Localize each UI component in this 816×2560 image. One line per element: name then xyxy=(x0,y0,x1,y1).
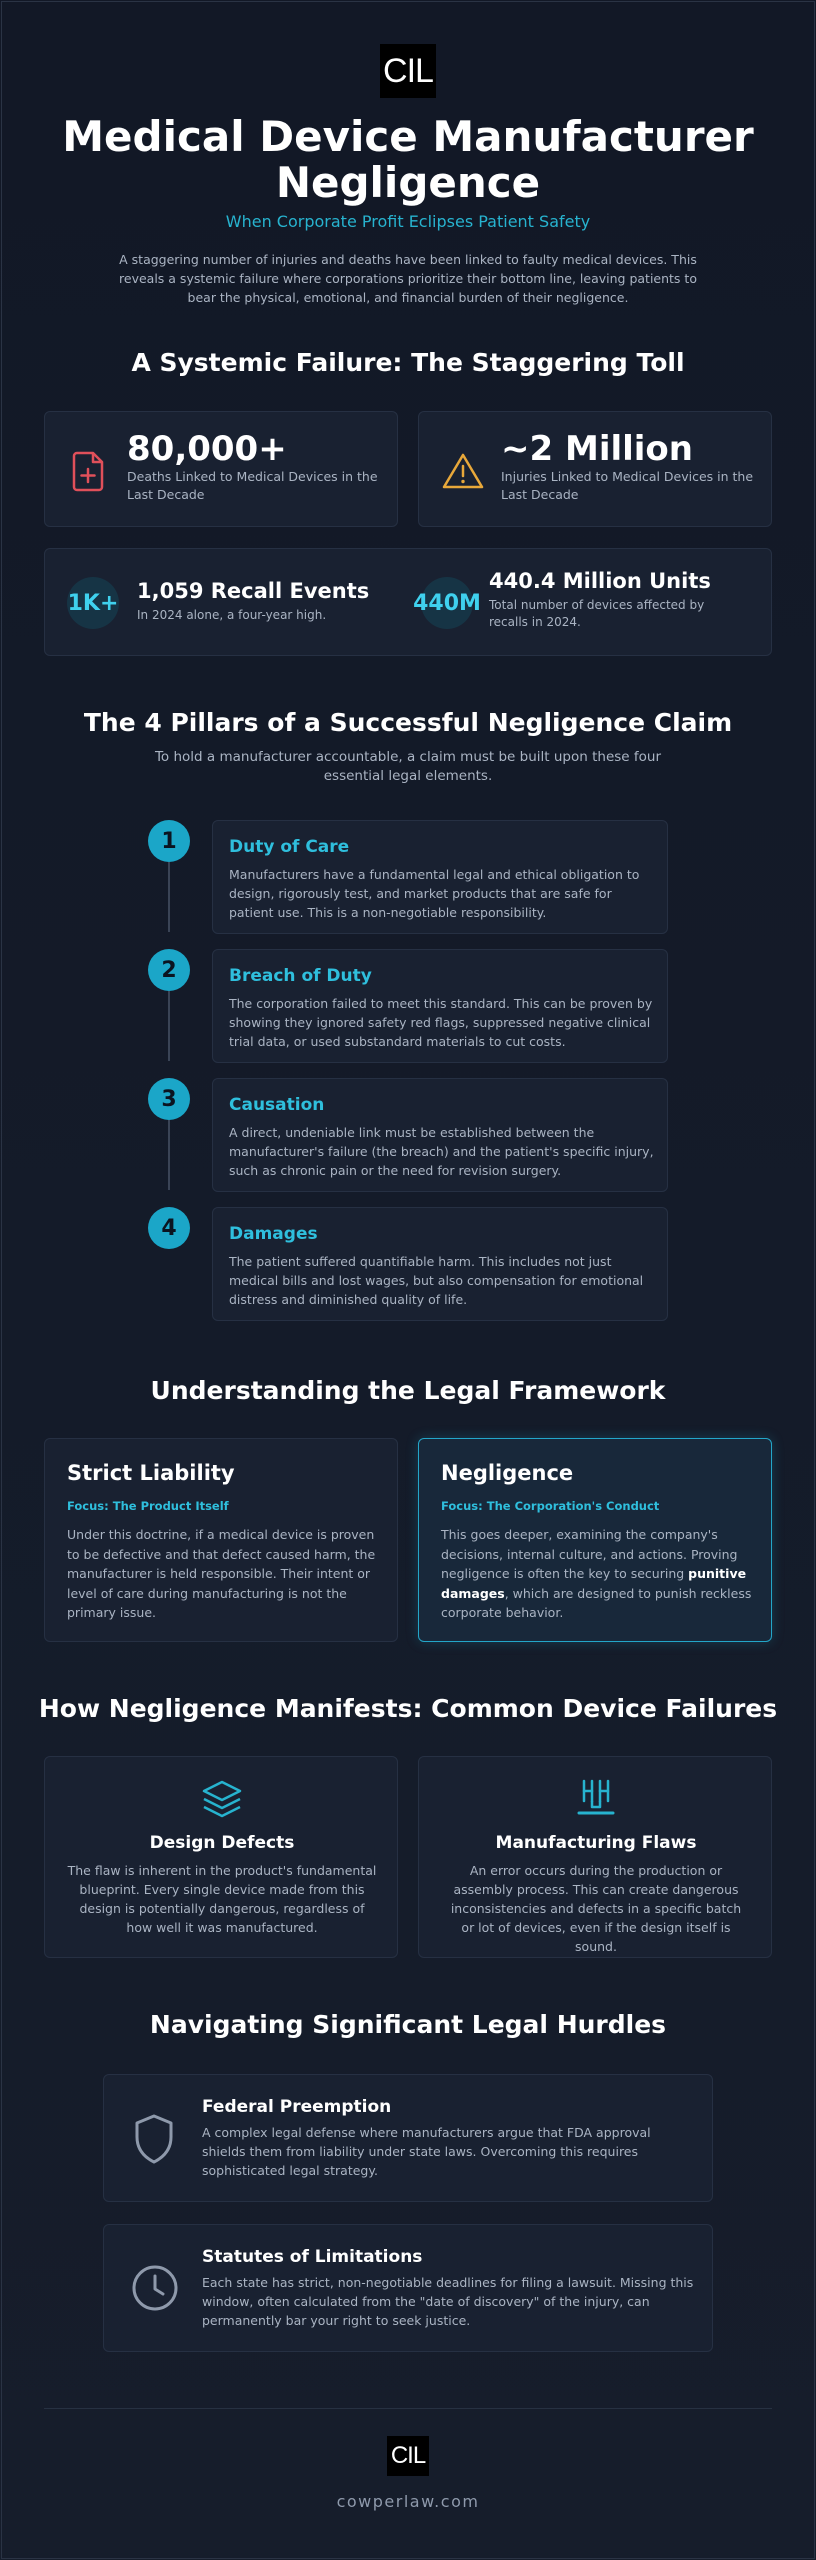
negligence-text: This goes deeper, examining the company'… xyxy=(441,1527,752,1620)
stat-deaths-value: 80,000+ xyxy=(127,429,287,469)
factory-icon xyxy=(577,1779,615,1815)
hero-title: Medical Device Manufacturer Negligence xyxy=(62,112,754,207)
layers-icon xyxy=(202,1780,242,1818)
timeline-line xyxy=(168,1120,170,1190)
stat-injuries-value: ~2 Million xyxy=(501,429,693,469)
pillar-text: A direct, undeniable link must be establ… xyxy=(229,1125,654,1178)
recall-units-label: Total number of devices affected by reca… xyxy=(489,598,705,629)
toll-section-title: A Systemic Failure: The Staggering Toll xyxy=(131,348,685,377)
pillar-title: Causation xyxy=(229,1095,325,1115)
pillar-card-duty: Duty of Care Manufacturers have a fundam… xyxy=(212,820,668,934)
hurdle-text: Each state has strict, non-negotiable de… xyxy=(202,2275,694,2328)
pillar-number: 4 xyxy=(148,1207,190,1249)
failures-section-title: How Negligence Manifests: Common Device … xyxy=(38,1694,778,1723)
failure-title: Manufacturing Flaws xyxy=(495,1833,697,1853)
recall-events-value: 1,059 Recall Events xyxy=(137,579,370,603)
negligence-title: Negligence xyxy=(441,1461,574,1485)
header-logo: CIL xyxy=(380,44,436,98)
hero-subtitle: When Corporate Profit Eclipses Patient S… xyxy=(225,212,591,231)
pillar-number: 3 xyxy=(148,1078,190,1120)
pillar-title: Breach of Duty xyxy=(229,966,372,986)
failure-text: The flaw is inherent in the product's fu… xyxy=(67,1863,377,1935)
strict-liability-card: Strict Liability Focus: The Product Itse… xyxy=(44,1438,398,1642)
recall-events-badge: 1K+ xyxy=(67,577,119,629)
footer-logo: CIL xyxy=(387,2436,429,2476)
warning-icon xyxy=(442,453,484,489)
timeline-line xyxy=(168,991,170,1061)
pillar-card-damages: Damages The patient suffered quantifiabl… xyxy=(212,1207,668,1321)
strict-liability-title: Strict Liability xyxy=(67,1461,235,1485)
hero-description: A staggering number of injuries and deat… xyxy=(119,252,697,305)
stat-injuries-label: Injuries Linked to Medical Devices in th… xyxy=(501,469,754,502)
recall-card: 1K+ 1,059 Recall Events In 2024 alone, a… xyxy=(44,548,772,656)
recall-units-value: 440.4 Million Units xyxy=(489,569,711,593)
strict-liability-focus: Focus: The Product Itself xyxy=(67,1499,229,1513)
pillar-card-causation: Causation A direct, undeniable link must… xyxy=(212,1078,668,1192)
pillar-number: 2 xyxy=(148,949,190,991)
pillars-section-description: To hold a manufacturer accountable, a cl… xyxy=(154,749,662,784)
framework-section-title: Understanding the Legal Framework xyxy=(150,1376,666,1405)
pillar-text: Manufacturers have a fundamental legal a… xyxy=(229,867,640,920)
pillars-section-title: The 4 Pillars of a Successful Negligence… xyxy=(83,708,733,737)
hurdle-card-preemption: Federal Preemption A complex legal defen… xyxy=(103,2074,713,2202)
recall-events-label: In 2024 alone, a four-year high. xyxy=(137,608,327,622)
failure-card-manufacturing: Manufacturing Flaws An error occurs duri… xyxy=(418,1756,772,1958)
hurdle-text: A complex legal defense where manufactur… xyxy=(202,2125,651,2178)
stat-deaths-label: Deaths Linked to Medical Devices in the … xyxy=(127,469,378,502)
pillar-title: Damages xyxy=(229,1224,318,1244)
strict-liability-text: Under this doctrine, if a medical device… xyxy=(67,1527,376,1620)
punitive-damages-emphasis: punitive damages xyxy=(441,1566,747,1601)
pillar-text: The corporation failed to meet this stan… xyxy=(229,996,653,1049)
pillar-text: The patient suffered quantifiable harm. … xyxy=(229,1254,644,1307)
negligence-focus: Focus: The Corporation's Conduct xyxy=(441,1499,660,1513)
footer-site-link[interactable]: cowperlaw.com xyxy=(336,2492,480,2511)
failure-card-design: Design Defects The flaw is inherent in t… xyxy=(44,1756,398,1958)
hurdles-section-title: Navigating Significant Legal Hurdles xyxy=(149,2010,667,2039)
pillar-card-breach: Breach of Duty The corporation failed to… xyxy=(212,949,668,1063)
failure-text: An error occurs during the production or… xyxy=(450,1863,742,1954)
pillar-title: Duty of Care xyxy=(229,837,350,857)
stat-card-deaths: 80,000+ Deaths Linked to Medical Devices… xyxy=(44,411,398,527)
shield-icon xyxy=(135,2114,173,2164)
document-plus-icon xyxy=(72,451,104,492)
pillar-number: 1 xyxy=(148,820,190,862)
failure-title: Design Defects xyxy=(149,1833,295,1853)
logo-text: CIL xyxy=(383,51,434,90)
footer-logo-text: CIL xyxy=(390,2442,426,2469)
hurdle-title: Federal Preemption xyxy=(202,2097,392,2117)
stat-card-injuries: ~2 Million Injuries Linked to Medical De… xyxy=(418,411,772,527)
hurdle-card-statutes: Statutes of Limitations Each state has s… xyxy=(103,2224,713,2352)
recall-units-badge: 440M xyxy=(413,577,481,629)
footer-divider xyxy=(44,2408,772,2409)
timeline-line xyxy=(168,862,170,932)
clock-icon xyxy=(132,2265,178,2311)
hurdle-title: Statutes of Limitations xyxy=(202,2247,423,2267)
negligence-card: Negligence Focus: The Corporation's Cond… xyxy=(418,1438,772,1642)
